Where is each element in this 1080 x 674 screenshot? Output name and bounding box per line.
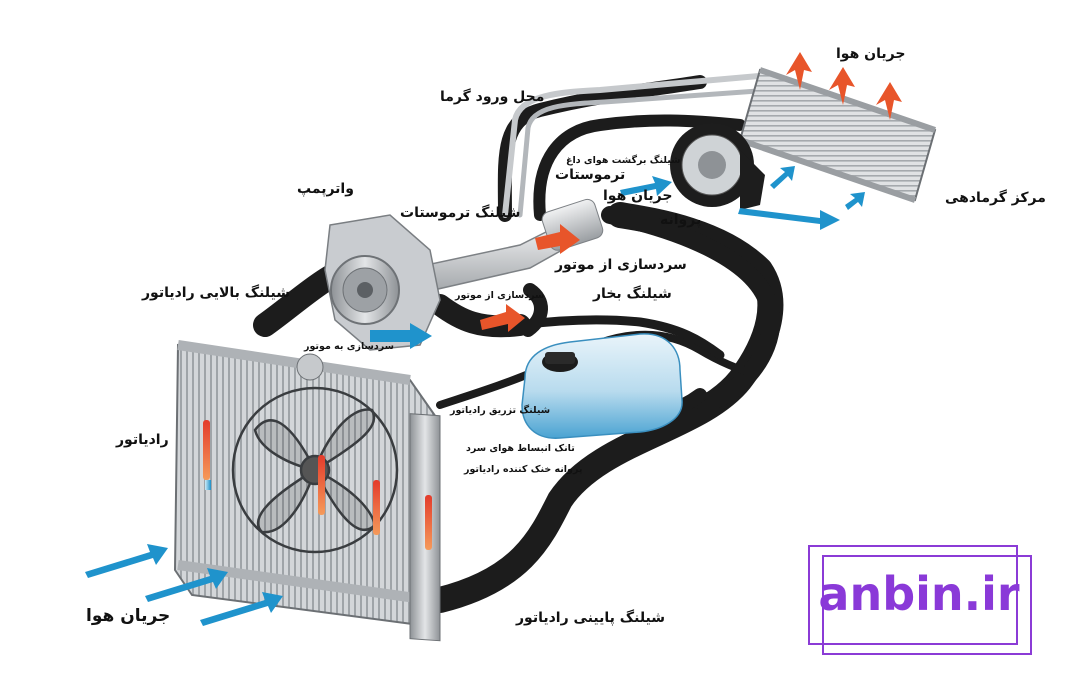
- label-air-flow-mid: جریان هوا: [603, 188, 673, 204]
- radiator-fan: [231, 386, 399, 554]
- label-upper-radiator-hose: شیلنگ بالایی رادیاتور: [142, 285, 291, 301]
- label-lower-radiator-hose: شیلنگ پایینی رادیاتور: [516, 610, 666, 626]
- label-expansion-tank: تانک انبساط هوای سرد: [466, 443, 575, 454]
- label-radiator-cooling-fan: پروانه خنک کننده رادیاتور: [464, 464, 583, 475]
- label-air-flow-bottom: جریان هوا: [86, 606, 171, 626]
- label-steam-hose: شیلنگ بخار: [593, 286, 672, 302]
- brand-logo: anbin.ir: [808, 545, 1032, 655]
- water-pump: [324, 214, 441, 351]
- expansion-tank: [521, 333, 683, 439]
- brand-frame-inner: [822, 555, 1032, 655]
- heater-outlet-hose: [601, 206, 781, 411]
- blower-fan: [670, 123, 765, 210]
- label-thermostat-hose: شیلنگ ترموستات: [400, 205, 521, 221]
- steam-hose: [515, 315, 725, 360]
- heater-pipe: [502, 72, 773, 218]
- label-heat-inlet: محل ورود گرما: [440, 89, 545, 105]
- label-radiator-fill-hose: شیلنگ تزریق رادیاتور: [450, 405, 551, 416]
- brand-text: anbin.ir: [818, 567, 1020, 621]
- label-radiator: رادیاتور: [116, 432, 169, 448]
- label-air-flow-top: جریان هوا: [836, 46, 906, 62]
- label-fan-blower: پروانه: [660, 212, 702, 228]
- brand-frame-outer: [808, 545, 1018, 645]
- label-from-engine-small: سردسازی از موتور: [455, 290, 545, 301]
- small-return-hose: [521, 283, 548, 337]
- heater-return-hose: [533, 114, 746, 221]
- label-thermostat: ترموستات: [555, 167, 626, 183]
- label-heater-return-hose: شیلنگ برگشت هوای داغ: [566, 155, 681, 166]
- label-from-engine-cooling: سردسازی از موتور: [555, 257, 687, 273]
- heater-core: [738, 67, 937, 203]
- label-heater-core: مرکز گرمادهی: [945, 190, 1046, 206]
- label-water-pump: واترپمپ: [297, 181, 354, 197]
- label-to-engine-cooling: سردسازی به موتور: [304, 341, 394, 352]
